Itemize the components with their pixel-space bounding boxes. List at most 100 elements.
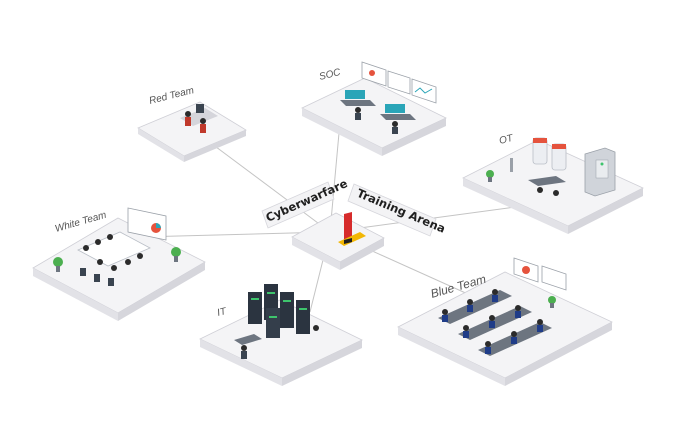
- node-label: Red Team: [148, 85, 195, 107]
- soc-workstations: [340, 90, 416, 134]
- monitor-icon: [196, 104, 204, 113]
- node-label: SOC: [318, 67, 342, 83]
- plant-icon: [53, 257, 63, 267]
- person-icon: [241, 345, 247, 351]
- hub-platform-side-right: [340, 238, 384, 270]
- wall-screens: [361, 61, 437, 104]
- person-icon: [185, 111, 191, 117]
- person-icon: [200, 118, 206, 124]
- server-racks: [248, 284, 310, 338]
- person-icon: [313, 325, 319, 331]
- plant-pot: [174, 256, 178, 262]
- server-rack-icon: [266, 308, 280, 338]
- platform-side-right: [568, 188, 643, 234]
- person-icon: [107, 234, 113, 240]
- blue-shirt: [492, 295, 498, 302]
- platform-side-right: [184, 130, 246, 162]
- person-icon: [97, 259, 103, 265]
- node-white-team: White Team: [32, 207, 206, 321]
- server-led: [299, 308, 307, 310]
- node-blue-team: Blue Team: [397, 257, 613, 386]
- node-it: IT: [199, 284, 363, 386]
- node-ot: OT: [462, 133, 644, 234]
- blue-shirt: [515, 311, 521, 318]
- person-icon: [467, 299, 473, 305]
- plant-icon: [171, 247, 181, 257]
- node-soc: SOC: [301, 61, 447, 156]
- central-hub: Cyberwarfare Training Arena: [261, 176, 448, 270]
- pie-chart-icon: [522, 266, 530, 274]
- platform-top: [137, 101, 247, 157]
- connector-ot: [329, 202, 546, 233]
- logo-red-bar: [344, 212, 352, 240]
- platform-side-right: [505, 322, 612, 386]
- platform-side-right: [118, 262, 205, 321]
- blue-shirt: [442, 315, 448, 322]
- connector-red-team: [199, 134, 331, 233]
- connector-white-team: [139, 231, 331, 238]
- line-chart-icon: [414, 87, 433, 94]
- indicator-icon: [600, 162, 604, 166]
- chair-icon: [80, 268, 86, 276]
- person-icon: [537, 319, 543, 325]
- plant-icon: [548, 296, 556, 304]
- blue-shirt: [463, 331, 469, 338]
- person-icon: [442, 309, 448, 315]
- desk: [380, 114, 416, 120]
- person-icon: [111, 265, 117, 271]
- desk: [340, 100, 376, 106]
- person-icon: [125, 259, 131, 265]
- person-icon: [137, 253, 143, 259]
- panel-icon: [595, 159, 609, 179]
- blue-shirt: [511, 337, 517, 344]
- pie-chart-icon: [369, 70, 375, 76]
- blue-shirt: [485, 347, 491, 354]
- attendees: [80, 234, 143, 286]
- monitor-icon: [385, 104, 405, 113]
- chair-icon: [94, 274, 100, 282]
- desk: [528, 176, 566, 186]
- person-icon: [463, 325, 469, 331]
- server-rack-icon: [280, 292, 294, 328]
- platform-side-left: [302, 108, 382, 156]
- plant-pot: [550, 303, 554, 308]
- desk: [234, 334, 262, 345]
- server-led: [283, 300, 291, 302]
- person-body: [392, 127, 398, 134]
- blue-shirt: [489, 321, 495, 328]
- platform-side-right: [382, 118, 446, 156]
- platform-side-right: [282, 340, 362, 386]
- person-icon: [355, 107, 361, 113]
- connector-soc: [329, 121, 341, 233]
- banner-panel: [261, 181, 335, 229]
- person-body: [241, 351, 247, 359]
- platform-side-left: [200, 339, 282, 386]
- person-icon: [485, 341, 491, 347]
- plant-pot: [56, 266, 60, 272]
- chair-icon: [108, 278, 114, 286]
- person-icon: [95, 239, 101, 245]
- server-led: [269, 316, 277, 318]
- blue-shirt: [537, 325, 543, 332]
- plant-icon: [486, 170, 494, 178]
- node-label: OT: [498, 133, 515, 147]
- person-body: [355, 113, 361, 120]
- red-shirt: [185, 117, 191, 126]
- platform-side-left: [138, 128, 184, 162]
- industrial-tanks: [532, 137, 567, 171]
- person-icon: [489, 315, 495, 321]
- server-led: [251, 298, 259, 300]
- person-icon: [83, 245, 89, 251]
- server-rack-icon: [296, 300, 310, 334]
- logo-dark-bar: [344, 238, 352, 244]
- person-icon: [553, 190, 559, 196]
- tank-cap: [533, 138, 547, 143]
- blue-team-members: [442, 289, 543, 354]
- server-rack-icon: [248, 292, 262, 324]
- person-icon: [515, 305, 521, 311]
- logo-mark-icon: [338, 212, 366, 246]
- person-icon: [392, 121, 398, 127]
- blue-shirt: [467, 305, 473, 312]
- tank-cap: [552, 144, 566, 149]
